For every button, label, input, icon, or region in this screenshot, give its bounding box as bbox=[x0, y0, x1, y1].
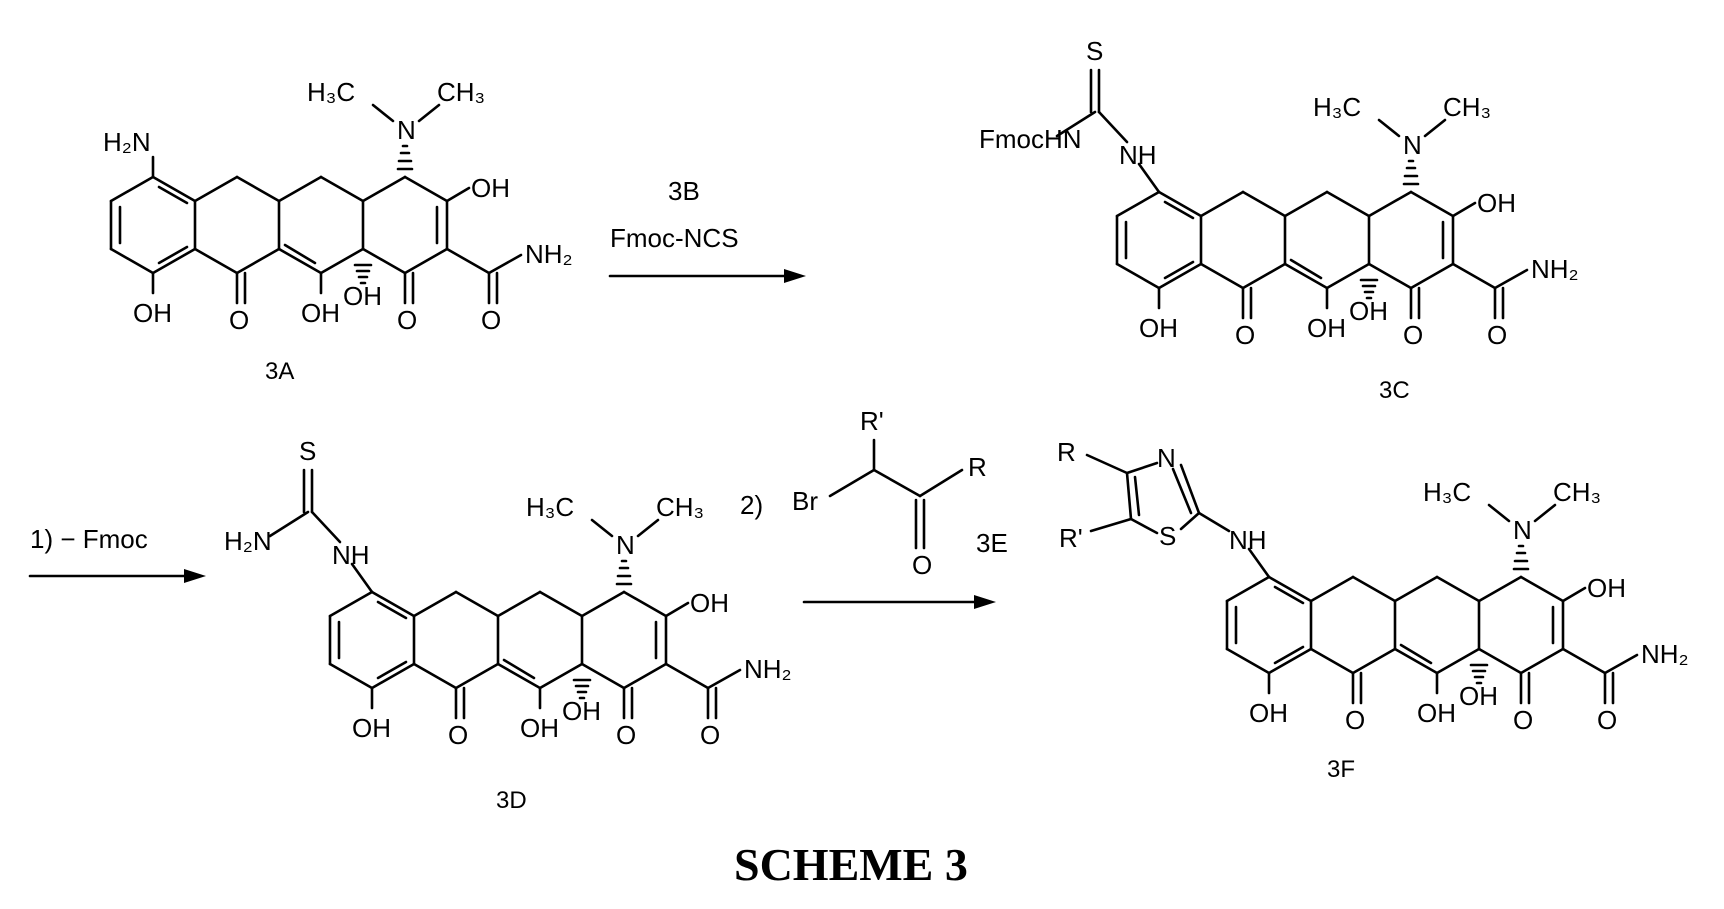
oh-label: OH bbox=[520, 713, 559, 743]
carbonyl-o-label: O bbox=[912, 550, 932, 580]
reaction-arrow-1: 3B Fmoc-NCS bbox=[610, 176, 806, 283]
oh-label: OH bbox=[1587, 573, 1626, 603]
compound-3D: NH S H₂N OH O OH OH O O NH₂ OH N H₃C CH₃… bbox=[224, 436, 792, 814]
ketone-o-label: O bbox=[1513, 705, 1533, 735]
thiazole-n-label: N bbox=[1157, 443, 1176, 473]
sulfur-label: S bbox=[299, 436, 316, 466]
oh-label: OH bbox=[471, 173, 510, 203]
compound-3A: H₂N OH O OH OH O O NH₂ OH N H₃C CH₃ 3A bbox=[103, 77, 573, 385]
compound-label: 3E bbox=[976, 528, 1008, 558]
thiazole-s-label: S bbox=[1159, 521, 1176, 551]
oh-label: OH bbox=[1417, 698, 1456, 728]
ketone-o-label: O bbox=[1235, 320, 1255, 350]
r-label: R bbox=[1057, 437, 1076, 467]
oh-label: OH bbox=[562, 696, 601, 726]
step-number: 2) bbox=[740, 490, 763, 520]
compound-label: 3F bbox=[1327, 756, 1355, 783]
oh-label: OH bbox=[1307, 313, 1346, 343]
oh-label: OH bbox=[690, 588, 729, 618]
dimethylamino-n-label: N bbox=[1403, 130, 1422, 160]
oh-label: OH bbox=[133, 298, 172, 328]
nh-label: NH bbox=[332, 540, 370, 570]
ketone-o-label: O bbox=[1345, 705, 1365, 735]
dimethylamino-n-label: N bbox=[397, 115, 416, 145]
dimethylamino-n-label: N bbox=[616, 530, 635, 560]
oh-label: OH bbox=[301, 298, 340, 328]
scheme-title: SCHEME 3 bbox=[734, 839, 968, 890]
nh2-label: NH₂ bbox=[1531, 254, 1579, 284]
methyl-label: H₃C bbox=[526, 492, 574, 522]
amide-o-label: O bbox=[1597, 705, 1617, 735]
methyl-label: H₃C bbox=[307, 77, 355, 107]
compound-label: 3A bbox=[265, 358, 294, 385]
oh-label: OH bbox=[1349, 296, 1388, 326]
reaction-arrow-2: 1) − Fmoc bbox=[30, 524, 206, 583]
methyl-label: CH₃ bbox=[1553, 477, 1601, 507]
ketone-o-label: O bbox=[397, 305, 417, 335]
compound-3C: NH S FmocHN OH O OH OH O O NH₂ OH N H₃C … bbox=[979, 36, 1579, 404]
reagent-label: 1) − Fmoc bbox=[30, 524, 148, 554]
nh2-label: NH₂ bbox=[525, 239, 573, 269]
dimethylamino-n-label: N bbox=[1513, 515, 1532, 545]
r-prime-label: R' bbox=[1059, 523, 1083, 553]
reagent-label: 3B bbox=[668, 176, 700, 206]
oh-label: OH bbox=[1249, 698, 1288, 728]
oh-label: OH bbox=[352, 713, 391, 743]
nh2-label: NH₂ bbox=[1641, 639, 1689, 669]
amino-label: H₂N bbox=[224, 526, 272, 556]
r-prime-label: R' bbox=[860, 406, 884, 436]
oh-label: OH bbox=[343, 281, 382, 311]
nh2-label: NH₂ bbox=[744, 654, 792, 684]
ketone-o-label: O bbox=[1403, 320, 1423, 350]
methyl-label: CH₃ bbox=[437, 77, 485, 107]
nh-label: NH bbox=[1229, 525, 1267, 555]
methyl-label: H₃C bbox=[1423, 477, 1471, 507]
compound-label: 3C bbox=[1379, 377, 1410, 404]
amide-o-label: O bbox=[1487, 320, 1507, 350]
amide-o-label: O bbox=[481, 305, 501, 335]
reaction-arrow-3 bbox=[804, 595, 996, 609]
methyl-label: H₃C bbox=[1313, 92, 1361, 122]
compound-3F: N S R R' NH OH O OH OH O O NH₂ OH N H₃C … bbox=[1057, 437, 1689, 783]
oh-label: OH bbox=[1459, 681, 1498, 711]
fmoc-nh-label: FmocHN bbox=[979, 124, 1082, 154]
reagent-label: Fmoc-NCS bbox=[610, 223, 739, 253]
sulfur-label: S bbox=[1086, 36, 1103, 66]
oh-label: OH bbox=[1139, 313, 1178, 343]
methyl-label: CH₃ bbox=[656, 492, 704, 522]
compound-label: 3D bbox=[496, 787, 527, 814]
bromine-label: Br bbox=[792, 486, 818, 516]
ketone-o-label: O bbox=[448, 720, 468, 750]
ketone-o-label: O bbox=[229, 305, 249, 335]
amine-group-label: H₂N bbox=[103, 127, 151, 157]
nh-label: NH bbox=[1119, 140, 1157, 170]
ketone-o-label: O bbox=[616, 720, 636, 750]
r-label: R bbox=[968, 452, 987, 482]
amide-o-label: O bbox=[700, 720, 720, 750]
oh-label: OH bbox=[1477, 188, 1516, 218]
methyl-label: CH₃ bbox=[1443, 92, 1491, 122]
reagent-3E: 2) R' Br R O 3E bbox=[740, 406, 1008, 580]
